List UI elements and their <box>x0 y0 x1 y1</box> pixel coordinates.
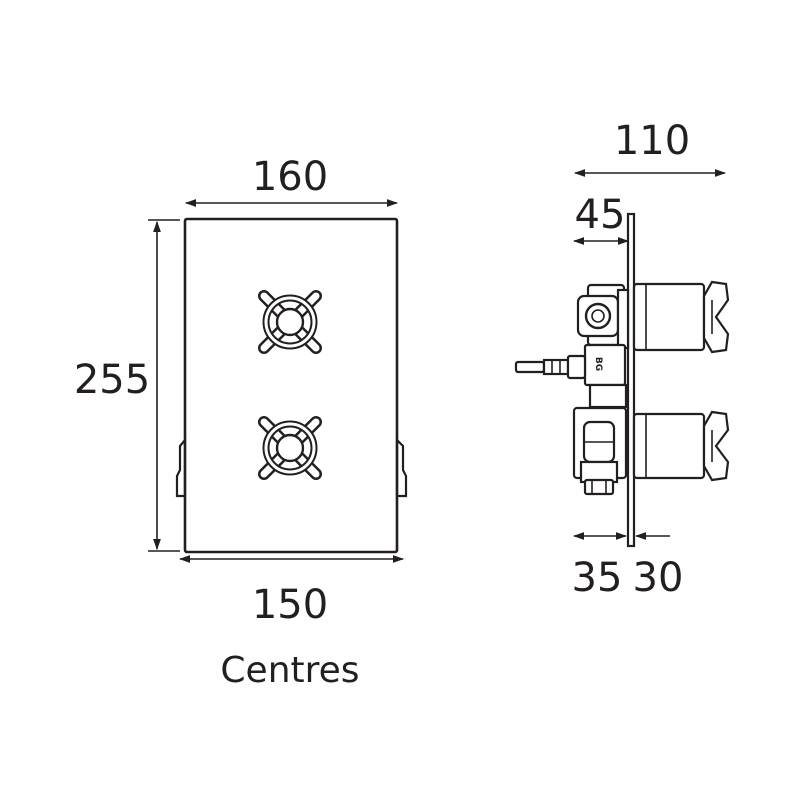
lever-upper <box>702 280 730 354</box>
dimension-label-top-width: 160 <box>252 154 328 200</box>
cross-handle-lower <box>258 416 322 480</box>
shroud-lower <box>632 412 706 480</box>
cross-handle-upper <box>258 290 322 354</box>
side-handle-lower <box>632 410 730 482</box>
side-handle-upper <box>632 280 730 354</box>
valve-body-lower <box>572 383 628 496</box>
dimension-label-depth-total: 110 <box>614 118 690 164</box>
front-view: 160 255 <box>74 154 408 691</box>
centres-label: Centres <box>220 650 359 691</box>
logo-mark: BG <box>593 357 603 371</box>
dimension-label-depth-body: 45 <box>575 192 626 238</box>
dimension-label-height: 255 <box>74 357 150 403</box>
dimension-label-min-depth: 35 <box>572 555 623 601</box>
inlet-spigot <box>514 354 587 380</box>
side-view: 110 45 BG <box>514 118 730 601</box>
faceplate <box>183 217 399 554</box>
lever-lower <box>702 410 730 482</box>
mounting-tab-right <box>395 437 408 498</box>
wall-plate <box>626 212 636 548</box>
valve-body: BG <box>576 283 630 387</box>
shroud-upper <box>632 282 706 352</box>
dimension-label-projection: 30 <box>633 555 684 601</box>
dimension-label-bottom-width: 150 <box>252 582 328 628</box>
